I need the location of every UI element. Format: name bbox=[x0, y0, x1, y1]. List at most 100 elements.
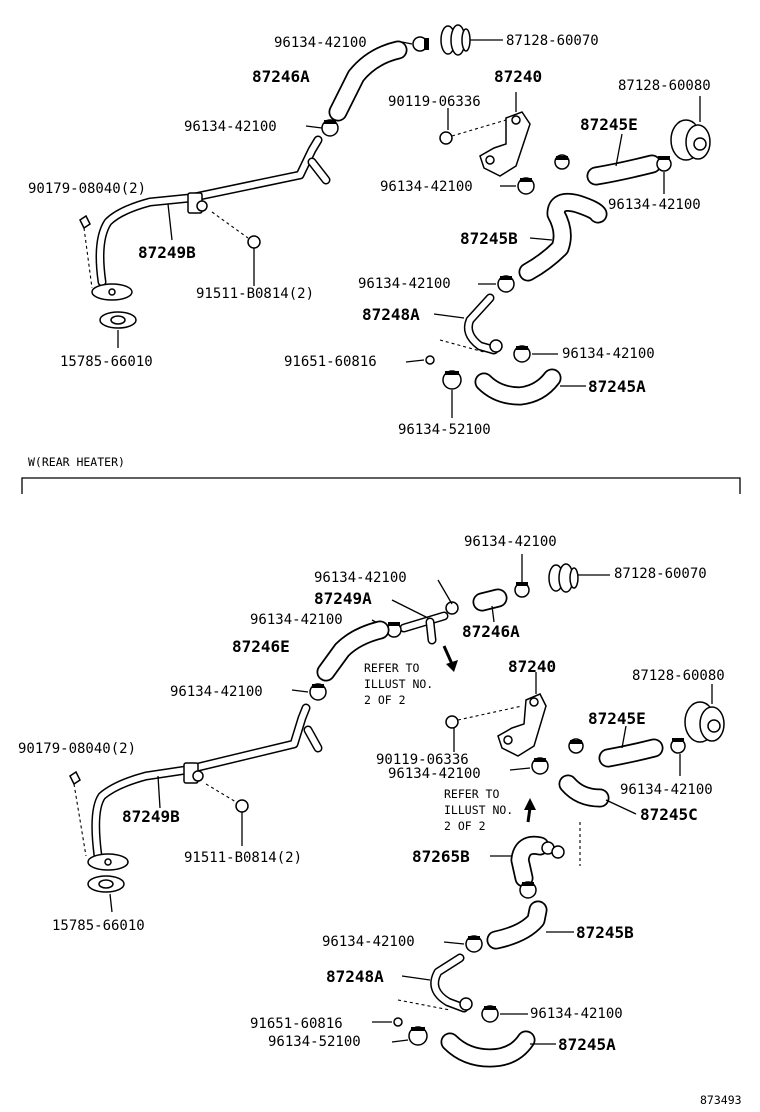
hose-87245e-top bbox=[586, 154, 662, 186]
clamp-top-f bbox=[497, 275, 515, 293]
label-clamp-a-top: 96134-42100 bbox=[274, 35, 367, 51]
hose-87245a-bottom bbox=[440, 1030, 536, 1068]
clamp-bottom-d bbox=[531, 757, 549, 775]
gasket-bottom bbox=[87, 875, 125, 893]
top-section: 96134-42100 87128-60070 87246A 87240 871… bbox=[28, 24, 711, 438]
clamp-top-h bbox=[442, 370, 462, 390]
bolt-91511-top bbox=[247, 235, 261, 249]
label-clamp-g-top: 96134-52100 bbox=[398, 422, 491, 438]
label-screw-816-top: 91651-60816 bbox=[284, 354, 377, 370]
arrow-refer-2 bbox=[524, 798, 536, 823]
clamp-top-b bbox=[321, 119, 339, 137]
flange-top bbox=[91, 283, 133, 301]
hose-87246e-bottom bbox=[316, 620, 390, 682]
section-title: W(REAR HEATER) bbox=[28, 455, 125, 469]
hose-87245c-bottom bbox=[558, 774, 610, 808]
label-bolt-336-top: 90119-06336 bbox=[388, 94, 481, 110]
label-hose-245a-bottom: 87245A bbox=[558, 1035, 616, 1054]
hose-87245e-bottom bbox=[598, 738, 664, 768]
label-hose-245e-bottom: 87245E bbox=[588, 709, 646, 728]
refer-note-1-line1: REFER TO bbox=[364, 661, 419, 675]
clamp-top-e bbox=[656, 156, 672, 172]
label-grommet-b-top: 87128-60080 bbox=[618, 78, 711, 94]
label-pipe-249b-bottom: 87249B bbox=[122, 807, 180, 826]
label-hose-246a-bottom: 87246A bbox=[462, 622, 520, 641]
label-screw-816-bottom: 91651-60816 bbox=[250, 1016, 343, 1032]
bolt-91511-bottom bbox=[235, 799, 249, 813]
bolt-90119-top bbox=[439, 131, 453, 145]
clamp-top-a bbox=[412, 36, 429, 52]
gasket-top bbox=[99, 311, 137, 329]
label-clamp-d-top: 96134-42100 bbox=[608, 197, 701, 213]
clamp-top-d bbox=[554, 154, 570, 170]
label-pipe-249b-top: 87249B bbox=[138, 243, 196, 262]
label-clamp-e-top: 96134-42100 bbox=[358, 276, 451, 292]
clamp-bottom-f bbox=[670, 738, 686, 754]
label-hose-245a-top: 87245A bbox=[588, 377, 646, 396]
label-clamp-c-bottom: 96134-42100 bbox=[250, 612, 343, 628]
clamp-top-g bbox=[513, 345, 531, 363]
bracket-87240-bottom bbox=[497, 693, 547, 757]
label-clamp-i-bottom: 96134-52100 bbox=[268, 1034, 361, 1050]
label-clamp-d-bottom: 96134-42100 bbox=[170, 684, 263, 700]
refer-note-1-line2: ILLUST NO. bbox=[364, 677, 433, 691]
label-bolt-336-bottom: 90119-06336 bbox=[376, 752, 469, 768]
hose-87265b-bottom bbox=[510, 835, 565, 888]
label-pipe-248a-top: 87248A bbox=[362, 305, 420, 324]
label-clamp-a-bottom: 96134-42100 bbox=[464, 534, 557, 550]
refer-note-2-line3: 2 OF 2 bbox=[444, 819, 486, 833]
label-hose-245b-bottom: 87245B bbox=[576, 923, 634, 942]
label-hose-265b-bottom: 87265B bbox=[412, 847, 470, 866]
label-clamp-e-bottom: 96134-42100 bbox=[388, 766, 481, 782]
label-grommet-a-bottom: 87128-60070 bbox=[614, 566, 707, 582]
label-gasket-bottom: 15785-66010 bbox=[52, 918, 145, 934]
pipe-87248a-top bbox=[463, 293, 503, 355]
label-clamp-f-bottom: 96134-42100 bbox=[620, 782, 713, 798]
label-hose-245b-top: 87245B bbox=[460, 229, 518, 248]
flange-bottom bbox=[87, 853, 129, 871]
label-bracket-240-top: 87240 bbox=[494, 67, 542, 86]
hose-87246a-bottom bbox=[472, 588, 508, 612]
label-grommet-b-bottom: 87128-60080 bbox=[632, 668, 725, 684]
label-bolt-814-top: 91511-B0814(2) bbox=[196, 286, 314, 302]
screw-91651-top bbox=[425, 355, 435, 365]
label-pipe-249a-bottom: 87249A bbox=[314, 589, 372, 608]
label-nut-040-bottom: 90179-08040(2) bbox=[18, 741, 136, 757]
clamp-top-c bbox=[517, 177, 535, 195]
bolt-90119-bottom bbox=[445, 715, 459, 729]
label-hose-246a-top: 87246A bbox=[252, 67, 310, 86]
pipe-87248a-bottom bbox=[430, 953, 473, 1013]
label-bolt-814-bottom: 91511-B0814(2) bbox=[184, 850, 302, 866]
nut-90179-bottom bbox=[69, 770, 81, 786]
section-divider: W(REAR HEATER) bbox=[21, 455, 741, 494]
arrow-refer-1 bbox=[442, 645, 458, 672]
label-clamp-b-bottom: 96134-42100 bbox=[314, 570, 407, 586]
pipe-87249b-bottom bbox=[91, 703, 323, 861]
label-gasket-top: 15785-66010 bbox=[60, 354, 153, 370]
refer-note-2-line1: REFER TO bbox=[444, 787, 499, 801]
label-bracket-240-bottom: 87240 bbox=[508, 657, 556, 676]
grommet-87128-60080-top bbox=[670, 119, 711, 161]
refer-note-1-line3: 2 OF 2 bbox=[364, 693, 406, 707]
grommet-87128-60080-bottom bbox=[684, 701, 725, 743]
clamp-bottom-c bbox=[309, 683, 327, 701]
refer-note-2-line2: ILLUST NO. bbox=[444, 803, 513, 817]
hose-87246a-top bbox=[328, 40, 408, 122]
clamp-bottom-i bbox=[481, 1005, 499, 1023]
label-clamp-c-top: 96134-42100 bbox=[380, 179, 473, 195]
nut-90179-top bbox=[79, 214, 91, 230]
label-hose-246e-bottom: 87246E bbox=[232, 637, 290, 656]
bracket-87240-top bbox=[479, 111, 531, 177]
grommet-87128-60070-top bbox=[440, 24, 471, 56]
label-clamp-g-bottom: 96134-42100 bbox=[322, 934, 415, 950]
pipe-87249a-bottom bbox=[399, 601, 459, 645]
screw-91651-bottom bbox=[393, 1017, 403, 1027]
label-clamp-f-top: 96134-42100 bbox=[562, 346, 655, 362]
grommet-87128-60070-bottom bbox=[548, 563, 579, 593]
clamp-bottom-j bbox=[408, 1026, 428, 1046]
label-clamp-b-top: 96134-42100 bbox=[184, 119, 277, 135]
label-clamp-h-bottom: 96134-42100 bbox=[530, 1006, 623, 1022]
clamp-bottom-g bbox=[519, 881, 537, 899]
clamp-bottom-h bbox=[465, 935, 483, 953]
